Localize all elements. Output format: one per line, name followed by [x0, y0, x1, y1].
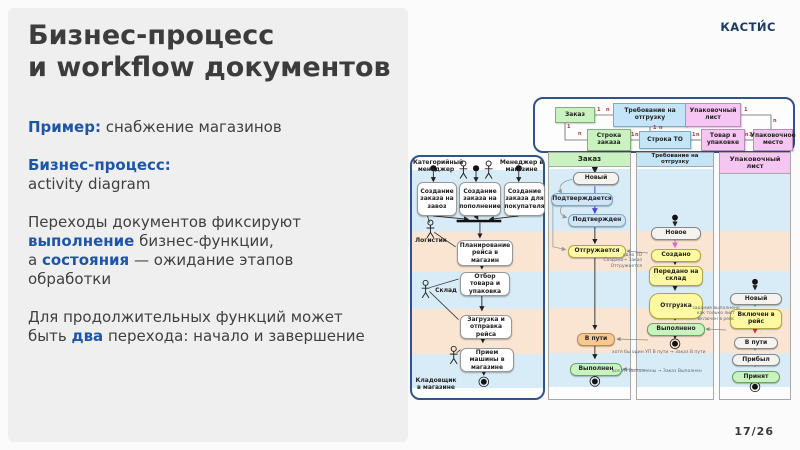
start-node [430, 165, 437, 172]
actor-label-warehouse: Склад [435, 287, 457, 294]
er-connector-lines [564, 114, 772, 141]
state-order-confirmed: Подтвержден [568, 214, 626, 227]
column-header-packing-list: Упаковочный лист [720, 153, 790, 174]
multiplicity-label: n [745, 132, 749, 138]
page-title: Бизнес-процесс и workflow документов [28, 20, 391, 84]
state-list-in-transit: В пути [734, 337, 778, 349]
actor-label-storekeeper: Кладовщик в магазине [415, 377, 457, 391]
multiplicity-label: 1 [692, 132, 696, 138]
task-load-dispatch: Загрузка и отправка рейса [460, 315, 512, 339]
multiplicity-label: 1 [653, 125, 657, 131]
actor-figure [421, 279, 430, 299]
entity-packed-goods: Товар в упаковке [701, 129, 745, 151]
entity-order: Заказ [555, 107, 595, 123]
phase-stripe [720, 231, 790, 271]
activity-flow-lines [421, 160, 522, 388]
entity-packing-list: Упаковочный лист [685, 103, 741, 127]
state-request-created: Создано [651, 249, 701, 262]
phase-stripe [637, 353, 713, 387]
multiplicity-label: 1 [597, 107, 601, 113]
state-request-shipping: Отгрузка [649, 293, 703, 319]
final-node [480, 378, 487, 385]
state-request-done: Выполнено [647, 323, 705, 336]
start-node [515, 165, 522, 172]
phase-stripe [549, 271, 630, 308]
entity-package-place: Упаковочное место [750, 129, 796, 151]
paragraph-example: Пример: снабжение магазинов [28, 118, 282, 136]
multiplicity-label: 1 [749, 132, 753, 138]
multiplicity-label: n [635, 132, 639, 138]
multiplicity-label: n [606, 107, 610, 113]
multiplicity-label: n [578, 131, 582, 137]
multiplicity-label: 1 [631, 132, 635, 138]
annotation-to-created: одно ТО Создано→ Заказ Отгружается [603, 253, 642, 269]
actor-figure [449, 345, 458, 365]
task-create-customer-order: Создание заказа для покупателя [504, 182, 545, 216]
annotation-task-done: задание выполнено как только лист включе… [692, 306, 740, 322]
multiplicity-label: 1 [744, 107, 748, 113]
fork-bar [456, 219, 502, 223]
task-pick-pack: Отбор товара и упаковка [460, 272, 510, 296]
title-line-2: и workflow документов [28, 51, 391, 83]
start-node [472, 165, 480, 172]
state-request-sent-to-warehouse: Передано на склад [649, 266, 703, 286]
column-header-order: Заказ [549, 153, 630, 167]
state-list-new: Новый [730, 293, 782, 305]
state-order-confirming: Подтверждается [551, 193, 613, 206]
activity-diagram-panel: Категорийный менеджер Менеджер в магазин… [410, 155, 545, 400]
column-header-shipping-request: Требование на отгрузку [637, 153, 713, 167]
brand-logo: КАСТИ́С [720, 20, 776, 34]
state-order-in-transit: В пути [577, 333, 615, 346]
entity-shipping-request: Требование на отгрузку [613, 103, 687, 127]
intro-text: Пример: снабжение магазинов Бизнес-проце… [28, 118, 400, 365]
state-order-new: Новый [573, 172, 619, 185]
start-node [672, 214, 678, 221]
actor-figure [459, 160, 468, 179]
task-receive-truck: Прием машины в магазине [460, 348, 514, 372]
entity-order-line: Строка заказа [587, 129, 631, 151]
title-line-1: Бизнес-процесс [28, 20, 275, 51]
annotation-all-done: все УП Выполнены → Заказ Выполнен [612, 369, 702, 374]
state-column-order: Заказ Новый Под [548, 152, 631, 400]
page-number: 17/26 [734, 425, 774, 438]
state-order-shipping: Отгружается [568, 245, 626, 258]
order-state-flow [552, 163, 601, 387]
actor-label-category-manager: Категорийный менеджер [413, 159, 464, 173]
state-request-new: Новое [651, 227, 701, 240]
state-list-accepted: Принят [732, 371, 780, 383]
final-node [752, 383, 758, 390]
entity-to-line: Строка ТО [639, 131, 691, 149]
multiplicity-label: n [773, 118, 777, 124]
final-node [591, 378, 598, 385]
multiplicity-label: n [696, 132, 700, 138]
multiplicity-label: n [659, 125, 663, 131]
er-diagram-panel: Заказ Требование на отгрузку Упаковочный… [533, 97, 796, 153]
state-column-packing-list: Упаковочный лист Новый Включен в рейс В … [719, 152, 791, 400]
annotation-any-in-transit: хотя бы один УП В пути → Заказ В пути [612, 350, 706, 355]
actor-label-logistician: Логистик [415, 237, 447, 244]
actor-figure [426, 219, 435, 238]
multiplicity-label: 1 [567, 124, 571, 130]
phase-stripe [720, 173, 790, 231]
state-column-shipping-request: Требование на отгрузку Новое Создано Пер… [636, 152, 714, 400]
left-background-panel [8, 8, 408, 442]
final-node [672, 340, 678, 347]
actor-figure [484, 160, 493, 179]
task-create-replenish-order: Создание заказа на пополнение [459, 182, 501, 216]
task-create-delivery-order: Создание заказа на завоз [417, 182, 457, 216]
state-list-arrived: Прибыл [732, 354, 780, 366]
actor-label-store-manager: Менеджер в магазине [499, 159, 544, 173]
paragraph-business-process: Бизнес-процесс:activity diagram [28, 156, 171, 193]
start-node [752, 278, 758, 285]
task-plan-trip: Планирование рейса в магазин [457, 240, 513, 266]
